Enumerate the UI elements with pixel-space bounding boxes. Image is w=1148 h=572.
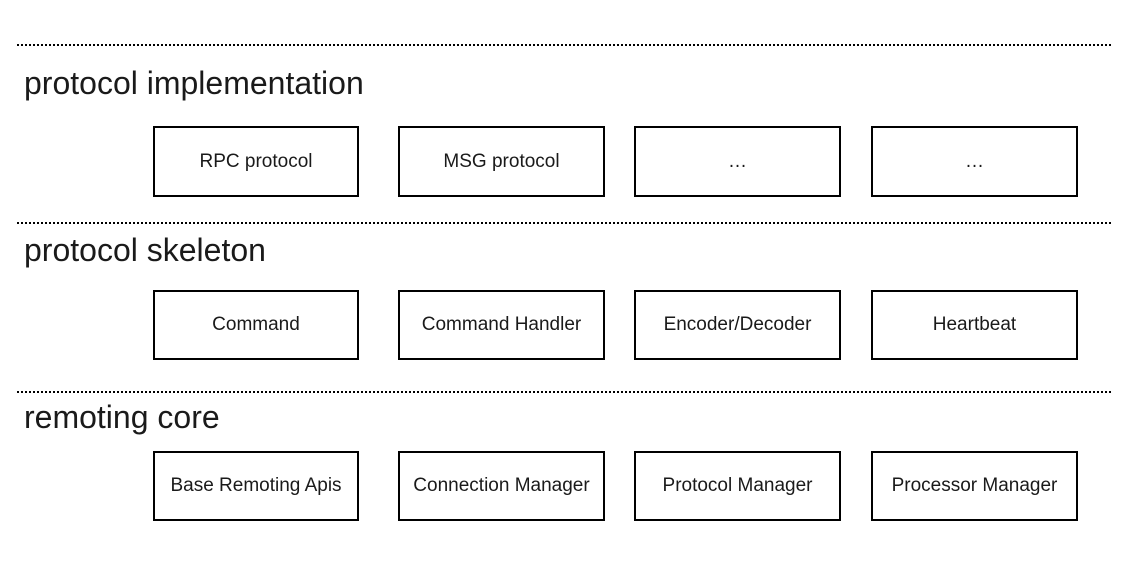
box-label: Base Remoting Apis — [170, 475, 342, 496]
diagram-box-ellipsis-1: … — [634, 126, 841, 197]
box-label: Command — [212, 314, 300, 335]
box-label: Processor Manager — [891, 475, 1058, 496]
box-label: … — [965, 150, 984, 172]
diagram-box-heartbeat: Heartbeat — [871, 290, 1078, 360]
diagram-box-processor-manager: Processor Manager — [871, 451, 1078, 521]
diagram-box-ellipsis-2: … — [871, 126, 1078, 197]
box-label: Protocol Manager — [662, 475, 813, 496]
dotted-divider — [17, 391, 1113, 393]
diagram-box-msg-protocol: MSG protocol — [398, 126, 605, 197]
section-heading-remoting-core: remoting core — [24, 399, 220, 435]
box-label: MSG protocol — [443, 150, 560, 172]
diagram-box-base-remoting-apis: Base Remoting Apis — [153, 451, 359, 521]
box-label: Heartbeat — [932, 314, 1017, 335]
diagram-box-encoder-decoder: Encoder/Decoder — [634, 290, 841, 360]
section-heading-protocol-skeleton: protocol skeleton — [24, 232, 266, 268]
box-label: Connection Manager — [413, 475, 590, 496]
box-label: … — [728, 150, 747, 172]
box-label: Command Handler — [421, 314, 582, 335]
box-label: RPC protocol — [199, 150, 313, 172]
dotted-divider — [17, 44, 1113, 46]
diagram-box-command: Command — [153, 290, 359, 360]
diagram-box-protocol-manager: Protocol Manager — [634, 451, 841, 521]
diagram-box-command-handler: Command Handler — [398, 290, 605, 360]
box-label: Encoder/Decoder — [663, 314, 812, 335]
dotted-divider — [17, 222, 1113, 224]
diagram-box-connection-manager: Connection Manager — [398, 451, 605, 521]
section-heading-protocol-implementation: protocol implementation — [24, 65, 364, 101]
diagram-box-rpc-protocol: RPC protocol — [153, 126, 359, 197]
